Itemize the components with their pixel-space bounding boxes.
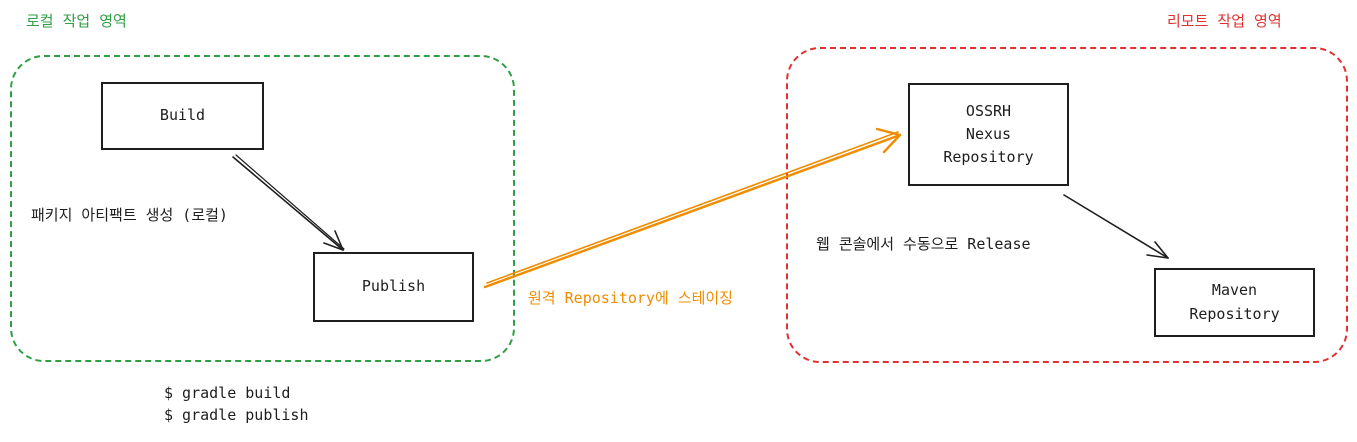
command-gradle-publish: $ gradle publish: [164, 406, 309, 424]
build-node: Build: [101, 82, 264, 150]
command-gradle-build: $ gradle build: [164, 384, 291, 402]
local-zone-title: 로컬 작업 영역: [26, 12, 127, 30]
maven-node: Maven Repository: [1154, 268, 1315, 337]
publish-to-ossrh-label: 원격 Repository에 스테이징: [528, 289, 733, 307]
remote-zone-title: 리모트 작업 영역: [1167, 12, 1282, 30]
ossrh-node: OSSRH Nexus Repository: [908, 83, 1069, 186]
ossrh-to-maven-label: 웹 콘솔에서 수동으로 Release: [816, 235, 1031, 253]
publish-node: Publish: [313, 252, 474, 322]
build-to-publish-label: 패키지 아티팩트 생성 (로컬): [31, 206, 228, 224]
